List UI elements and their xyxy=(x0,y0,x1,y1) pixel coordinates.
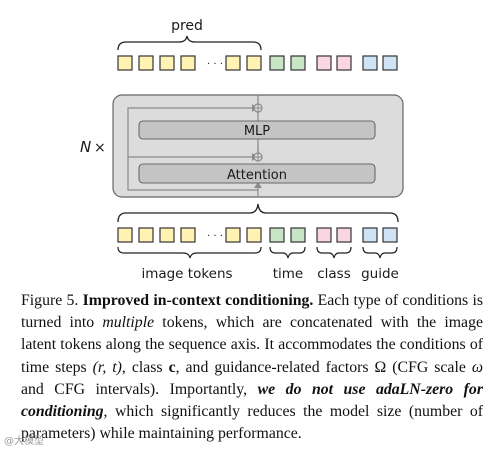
caption-emphasis: we do not use adaLN-zero for conditionin… xyxy=(21,380,483,421)
arrow-head xyxy=(254,182,262,188)
image-tokens-label: image tokens xyxy=(141,266,232,282)
top-class-token xyxy=(316,55,332,71)
class-token xyxy=(336,227,352,243)
image-token xyxy=(138,227,154,243)
bottom-ellipsis: · · · xyxy=(207,231,223,242)
class-label: class xyxy=(317,266,351,282)
top-image-token xyxy=(117,55,133,71)
guide-token xyxy=(362,227,378,243)
input-brace xyxy=(117,203,399,223)
image-token xyxy=(180,227,196,243)
top-image-token xyxy=(159,55,175,71)
guide-label: guide xyxy=(361,266,399,282)
class-token xyxy=(316,227,332,243)
time-token xyxy=(269,227,285,243)
top-time-token xyxy=(290,55,306,71)
image-token xyxy=(225,227,241,243)
group-braces xyxy=(117,246,398,259)
image-token xyxy=(117,227,133,243)
time-label: time xyxy=(273,266,304,282)
caption-title: Improved in-context conditioning. xyxy=(82,292,314,309)
attention-box xyxy=(138,163,376,184)
attention-label: Attention xyxy=(227,168,287,183)
n-label: N xyxy=(80,138,91,156)
top-image-token xyxy=(246,55,262,71)
architecture-diagram: pred · · · N × MLP At xyxy=(80,18,404,282)
top-time-token xyxy=(269,55,285,71)
top-ellipsis: · · · xyxy=(207,59,223,70)
bottom-token-row: · · · xyxy=(117,227,398,243)
guide-token xyxy=(382,227,398,243)
image-token xyxy=(246,227,262,243)
watermark: @大模型 xyxy=(4,436,44,447)
figure-label: Figure 5. xyxy=(21,292,79,309)
times-label: × xyxy=(94,140,106,156)
figure-caption: Figure 5. Improved in-context conditioni… xyxy=(21,292,483,443)
math-rt: (r, t) xyxy=(92,358,122,376)
mlp-label: MLP xyxy=(244,124,270,139)
image-token xyxy=(159,227,175,243)
top-guide-token xyxy=(362,55,378,71)
pred-label: pred xyxy=(171,18,203,34)
time-token xyxy=(290,227,306,243)
top-image-token xyxy=(180,55,196,71)
mlp-box xyxy=(138,120,376,140)
top-guide-token xyxy=(382,55,398,71)
top-token-row: · · · xyxy=(117,55,398,71)
pred-brace xyxy=(117,35,262,51)
top-image-token xyxy=(225,55,241,71)
top-class-token xyxy=(336,55,352,71)
top-image-token xyxy=(138,55,154,71)
